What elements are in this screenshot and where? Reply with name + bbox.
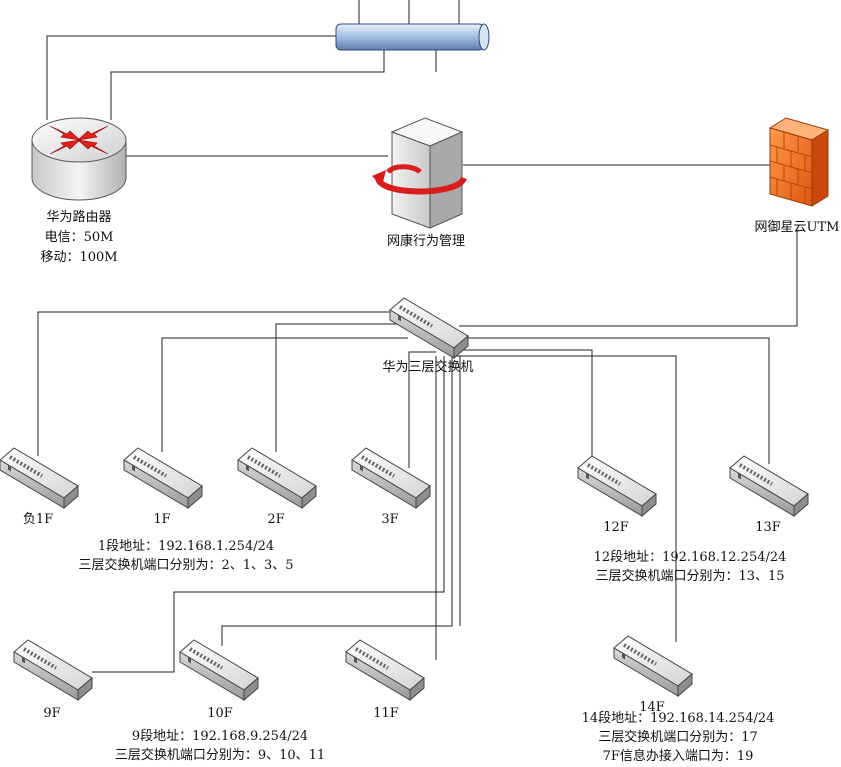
router-telecom-bandwidth: 电信：50M	[44, 230, 114, 245]
segment-9-address: 9段地址：192.168.9.254/24	[131, 729, 309, 744]
segment-12-address: 12段地址：192.168.12.254/24	[593, 550, 787, 565]
segment-9-ports: 三层交换机端口分别为：9、10、11	[114, 748, 326, 763]
connection-lines	[37, 0, 798, 673]
behavior-management-label: 网康行为管理	[386, 234, 466, 249]
floor-label-9f: 9F	[43, 706, 61, 721]
floor-label-1f: 1F	[153, 512, 171, 527]
utm-label: 网御星云UTM	[754, 220, 840, 235]
utm-firewall-icon[interactable]	[768, 117, 830, 207]
switch-icon-b1f[interactable]	[0, 446, 80, 510]
switch-icon-3f[interactable]	[350, 446, 432, 510]
floor-label-12f: 12F	[603, 520, 629, 535]
router-name: 华为路由器	[46, 210, 112, 225]
segment-1-address: 1段地址：192.168.1.254/24	[97, 539, 275, 554]
floor-label-11f: 11F	[373, 706, 399, 721]
switch-icon-11f[interactable]	[344, 638, 426, 702]
floor-label-2f: 2F	[267, 512, 285, 527]
switch-icon-13f[interactable]	[728, 454, 810, 518]
floor-label-13f: 13F	[755, 520, 781, 535]
switch-icon-1f[interactable]	[122, 446, 204, 510]
backbone-pipe	[335, 23, 490, 51]
segment-12-ports: 三层交换机端口分别为：13、15	[595, 569, 785, 584]
floor-label-10f: 10F	[207, 706, 233, 721]
switch-icon-2f[interactable]	[236, 446, 318, 510]
switch-icon-14f[interactable]	[612, 634, 694, 698]
core-switch-icon[interactable]	[388, 296, 470, 360]
segment-14-ports: 三层交换机端口分别为：17	[598, 730, 758, 745]
switch-icon-9f[interactable]	[12, 638, 94, 702]
switch-icon-10f[interactable]	[178, 638, 260, 702]
floor-label-14f: 14F	[639, 700, 665, 715]
router-mobile-bandwidth: 移动：100M	[40, 250, 118, 265]
router-icon[interactable]	[31, 117, 127, 201]
segment-14-address: 14段地址：192.168.14.254/24	[581, 711, 775, 726]
switch-icon-12f[interactable]	[576, 454, 658, 518]
segment-14-info-office-port: 7F信息办接入端口为：19	[602, 749, 754, 764]
floor-label-b1f: 负1F	[22, 512, 54, 527]
floor-label-3f: 3F	[381, 512, 399, 527]
behavior-management-server-icon[interactable]	[372, 117, 467, 229]
segment-1-ports: 三层交换机端口分别为：2、1、3、5	[78, 558, 294, 573]
core-switch-label: 华为三层交换机	[382, 360, 474, 375]
